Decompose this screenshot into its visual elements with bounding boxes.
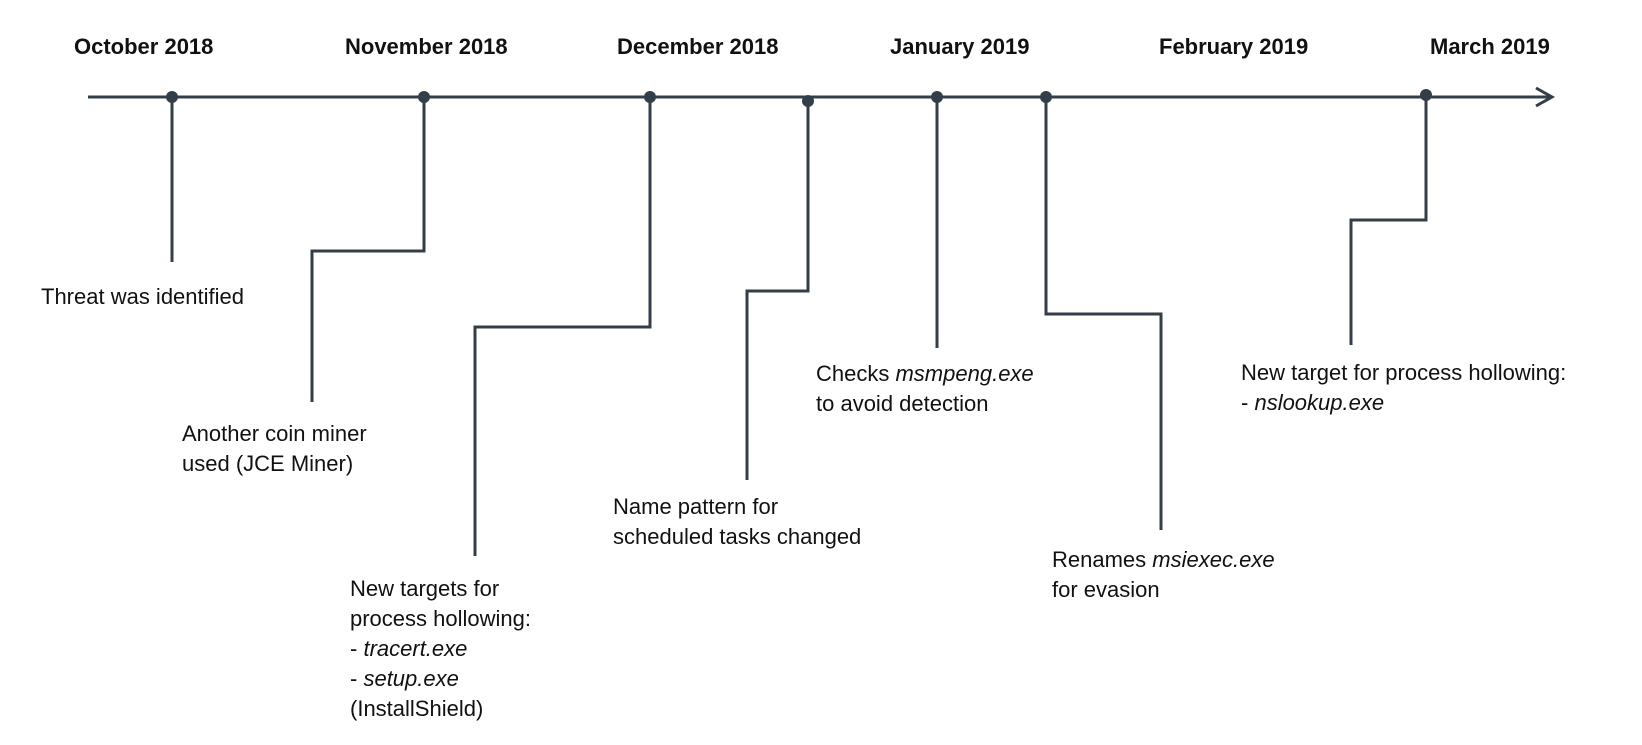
event-text: - bbox=[350, 636, 364, 661]
event-new-targets: New targets for process hollowing: - tra… bbox=[350, 574, 531, 724]
event-text: used (JCE Miner) bbox=[182, 451, 354, 476]
event-dot bbox=[802, 95, 814, 107]
event-text: New target for process hollowing: bbox=[1241, 360, 1567, 385]
month-label-january-2019: January 2019 bbox=[890, 34, 1030, 59]
event-text: for evasion bbox=[1052, 577, 1160, 602]
event-threat-identified: Threat was identified bbox=[41, 282, 244, 312]
connector-msiexec bbox=[1044, 97, 1163, 530]
timeline-arrowhead bbox=[1535, 86, 1556, 108]
event-text: (InstallShield) bbox=[350, 696, 484, 721]
event-text: to avoid detection bbox=[816, 391, 989, 416]
month-label-november-2018: November 2018 bbox=[345, 34, 508, 59]
month-label-october-2018: October 2018 bbox=[74, 34, 214, 59]
event-list-item: - nslookup.exe bbox=[1241, 388, 1566, 418]
event-text: Another coin miner bbox=[182, 421, 367, 446]
event-text: process hollowing: bbox=[350, 606, 531, 631]
connector-nslookup bbox=[1349, 95, 1428, 345]
event-text: scheduled tasks changed bbox=[613, 524, 862, 549]
event-text: Renames bbox=[1052, 547, 1153, 572]
event-dot bbox=[931, 91, 943, 103]
connector-name-pattern bbox=[745, 101, 810, 480]
event-text: - bbox=[1241, 390, 1255, 415]
filename-msiexec: msiexec.exe bbox=[1152, 547, 1275, 572]
event-jce-miner: Another coin miner used (JCE Miner) bbox=[182, 419, 367, 479]
event-dot bbox=[1420, 89, 1432, 101]
event-dot bbox=[644, 91, 656, 103]
connector-new-targets bbox=[473, 97, 652, 556]
filename-setup: setup.exe bbox=[363, 666, 459, 691]
event-text: New targets for bbox=[350, 576, 500, 601]
filename-tracert: tracert.exe bbox=[363, 636, 468, 661]
event-dot bbox=[166, 91, 178, 103]
event-list-item: - setup.exe bbox=[350, 664, 531, 694]
event-text: Name pattern for bbox=[613, 494, 779, 519]
event-msmpeng: Checks msmpeng.exe to avoid detection bbox=[816, 359, 1034, 419]
event-dot bbox=[1040, 91, 1052, 103]
event-text: - bbox=[350, 666, 364, 691]
month-label-march-2019: March 2019 bbox=[1430, 34, 1550, 59]
event-name-pattern: Name pattern for scheduled tasks changed bbox=[613, 492, 861, 552]
event-nslookup: New target for process hollowing: - nslo… bbox=[1241, 358, 1566, 418]
event-list-item: - tracert.exe bbox=[350, 634, 531, 664]
event-msiexec: Renames msiexec.exe for evasion bbox=[1052, 545, 1275, 605]
connector-jce-miner bbox=[310, 97, 426, 402]
filename-nslookup: nslookup.exe bbox=[1254, 390, 1385, 415]
event-text: Checks bbox=[816, 361, 896, 386]
event-text: Threat was identified bbox=[41, 284, 244, 309]
event-dot bbox=[418, 91, 430, 103]
filename-msmpeng: msmpeng.exe bbox=[895, 361, 1034, 386]
month-label-february-2019: February 2019 bbox=[1159, 34, 1309, 59]
month-label-december-2018: December 2018 bbox=[617, 34, 779, 59]
